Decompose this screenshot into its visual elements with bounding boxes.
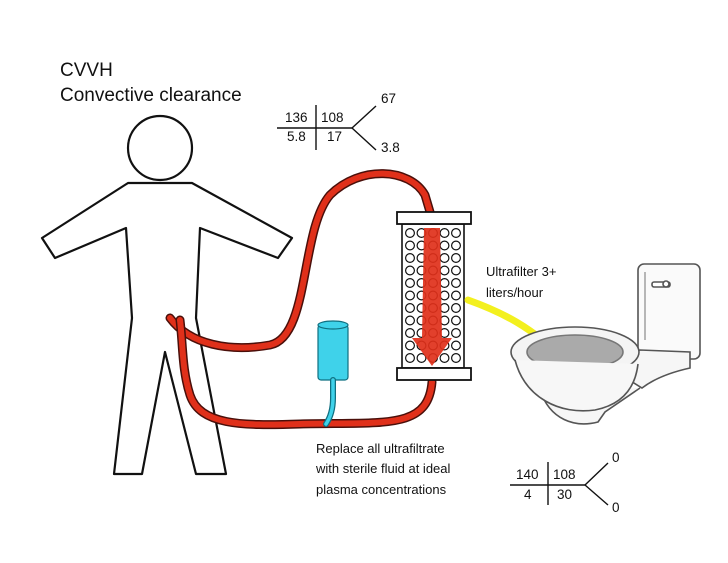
lab-bottom-hco3: 30 — [557, 487, 572, 502]
replace-label-line1: Replace all ultrafiltrate — [316, 441, 445, 456]
diagram-title-line1: CVVH — [60, 60, 113, 81]
filter-pore — [439, 265, 450, 276]
lab-bottom-creatinine: 0 — [612, 500, 620, 515]
replace-label-line2: with sterile fluid at ideal — [315, 461, 451, 476]
venous-return-line — [175, 315, 437, 430]
lab-top-creatinine: 3.8 — [381, 140, 400, 155]
filter-pore — [405, 240, 416, 251]
filter-pore — [405, 253, 416, 264]
lab-bottom-bun: 0 — [612, 450, 620, 465]
filter-pore — [405, 328, 416, 339]
filter-pore — [451, 228, 462, 239]
filter-pore — [451, 253, 462, 264]
filter-pore — [451, 315, 462, 326]
lab-top-k: 5.8 — [287, 129, 306, 144]
filter-pore — [451, 290, 462, 301]
filter-pore — [405, 315, 416, 326]
filter-pore — [405, 290, 416, 301]
filter-pore — [405, 228, 416, 239]
person-figure-icon — [40, 114, 294, 476]
lab-top-cl: 108 — [321, 110, 344, 125]
filter-pore — [405, 340, 416, 351]
filter-pore — [416, 353, 427, 364]
filter-pore — [451, 278, 462, 289]
lab-bottom-cl: 108 — [553, 467, 576, 482]
filter-pore — [439, 228, 450, 239]
filter-pore — [405, 265, 416, 276]
filter-pore — [451, 265, 462, 276]
toilet-icon — [510, 263, 701, 425]
filter-pore — [451, 240, 462, 251]
filter-pore — [439, 290, 450, 301]
filter-pore — [405, 303, 416, 314]
filter-pore — [439, 353, 450, 364]
labs-bottom: 140 108 4 30 0 0 — [510, 450, 620, 515]
replace-label-line3: plasma concentrations — [316, 482, 447, 497]
lab-top-hco3: 17 — [327, 129, 342, 144]
hemofilter-icon — [396, 211, 472, 381]
filter-pore — [451, 353, 462, 364]
diagram-title-line2: Convective clearance — [60, 85, 242, 106]
replacement-bag-icon — [317, 320, 349, 427]
lab-top-bun: 67 — [381, 91, 396, 106]
labs-top: 136 108 5.8 17 67 3.8 — [277, 91, 400, 155]
lab-bottom-na: 140 — [516, 467, 539, 482]
filter-pore — [439, 240, 450, 251]
filter-pore — [439, 278, 450, 289]
filter-pore — [451, 340, 462, 351]
arterial-line — [165, 169, 435, 352]
filter-pore — [405, 278, 416, 289]
lab-top-na: 136 — [285, 110, 308, 125]
filter-pore — [451, 303, 462, 314]
filter-pore — [439, 253, 450, 264]
filter-pore — [405, 353, 416, 364]
filter-pore — [451, 328, 462, 339]
ultrafilter-label-line1: Ultrafilter 3+ — [486, 264, 556, 279]
ultrafilter-label-line2: liters/hour — [486, 285, 544, 300]
lab-bottom-k: 4 — [524, 487, 532, 502]
